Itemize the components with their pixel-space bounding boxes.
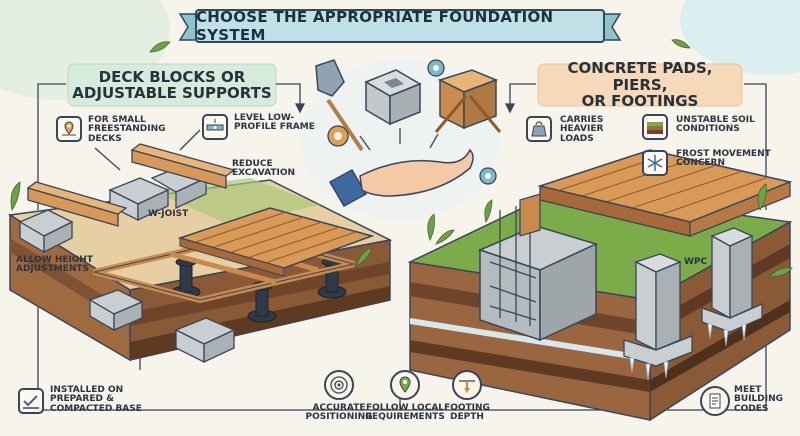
- deck-blocks: [18, 165, 236, 364]
- label-frost: FROST MOVEMENT CONCERN: [676, 149, 771, 169]
- label-w-joist: W-JOIST: [148, 209, 189, 219]
- label-unstable-soil: UNSTABLE SOIL CONDITIONS: [676, 115, 755, 135]
- label-wpc: WPC: [684, 257, 708, 267]
- deck-boards: [177, 207, 375, 277]
- location-pin-icon: [56, 116, 82, 142]
- checkmark-base-icon: [18, 388, 44, 414]
- depth-gauge-icon: [452, 370, 482, 400]
- hand-icon: [328, 148, 474, 208]
- target-icon: [324, 370, 354, 400]
- excavation-pit: [477, 206, 599, 342]
- center-illustration: [315, 59, 502, 208]
- building-codes-icon: [700, 386, 730, 416]
- concrete-block-icon: [364, 69, 422, 126]
- label-small-decks: FOR SMALL FREESTANDING DECKS: [88, 115, 166, 144]
- label-building-codes: MEET BUILDING CODES: [734, 385, 783, 414]
- left-panel-title: DECK BLOCKS OR ADJUSTABLE SUPPORTS: [68, 64, 276, 106]
- hand-motion-arrows: [359, 128, 439, 151]
- right-title-box: [537, 63, 743, 107]
- bg-blob-topright: [680, 0, 800, 75]
- snowflake-icon: [642, 150, 668, 176]
- shovel-icon: [315, 59, 364, 152]
- label-footing: FOOTING DEPTH: [444, 403, 490, 423]
- left-joists: [26, 143, 236, 227]
- gear-icon: [327, 59, 497, 185]
- label-low-profile: LEVEL LOW-PROFILE FRAME: [234, 113, 315, 133]
- map-pin-icon: [390, 370, 420, 400]
- left-panel-title-line2: ADJUSTABLE SUPPORTS: [72, 84, 272, 102]
- right-panel-title-line1: CONCRETE PADS, PIERS,: [567, 59, 713, 94]
- right-panel-title-line2: OR FOOTINGS: [581, 92, 699, 111]
- left-title-box: [67, 63, 277, 107]
- page-title: CHOOSE THE APPROPRIATE FOUNDATION SYSTEM: [196, 8, 554, 44]
- concrete-piers: [623, 227, 763, 381]
- weight-icon: [526, 116, 552, 142]
- label-reduce-excavation: REDUCE EXCAVATION: [232, 159, 296, 179]
- title-banner: [178, 9, 622, 43]
- label-installed: INSTALLED ON PREPARED & COMPACTED BASE: [50, 385, 142, 414]
- level-icon: [202, 114, 228, 140]
- soil-layers-icon: [642, 114, 668, 140]
- adjustable-pedestals: [171, 229, 347, 323]
- plants: [10, 39, 793, 277]
- label-heavier-loads: CARRIES HEAVIER LOADS: [560, 115, 604, 144]
- left-panel-title-line1: DECK BLOCKS OR: [98, 67, 246, 86]
- label-accurate: ACCURATE POSITIONING: [305, 403, 373, 423]
- right-panel-title: CONCRETE PADS, PIERS, OR FOOTINGS: [538, 60, 742, 109]
- formwork-icon: [434, 69, 502, 133]
- label-local: FOLLOW LOCAL REQUIREMENTS: [365, 403, 445, 423]
- label-height-adjust: ALLOW HEIGHT ADJUSTMENTS: [16, 255, 93, 275]
